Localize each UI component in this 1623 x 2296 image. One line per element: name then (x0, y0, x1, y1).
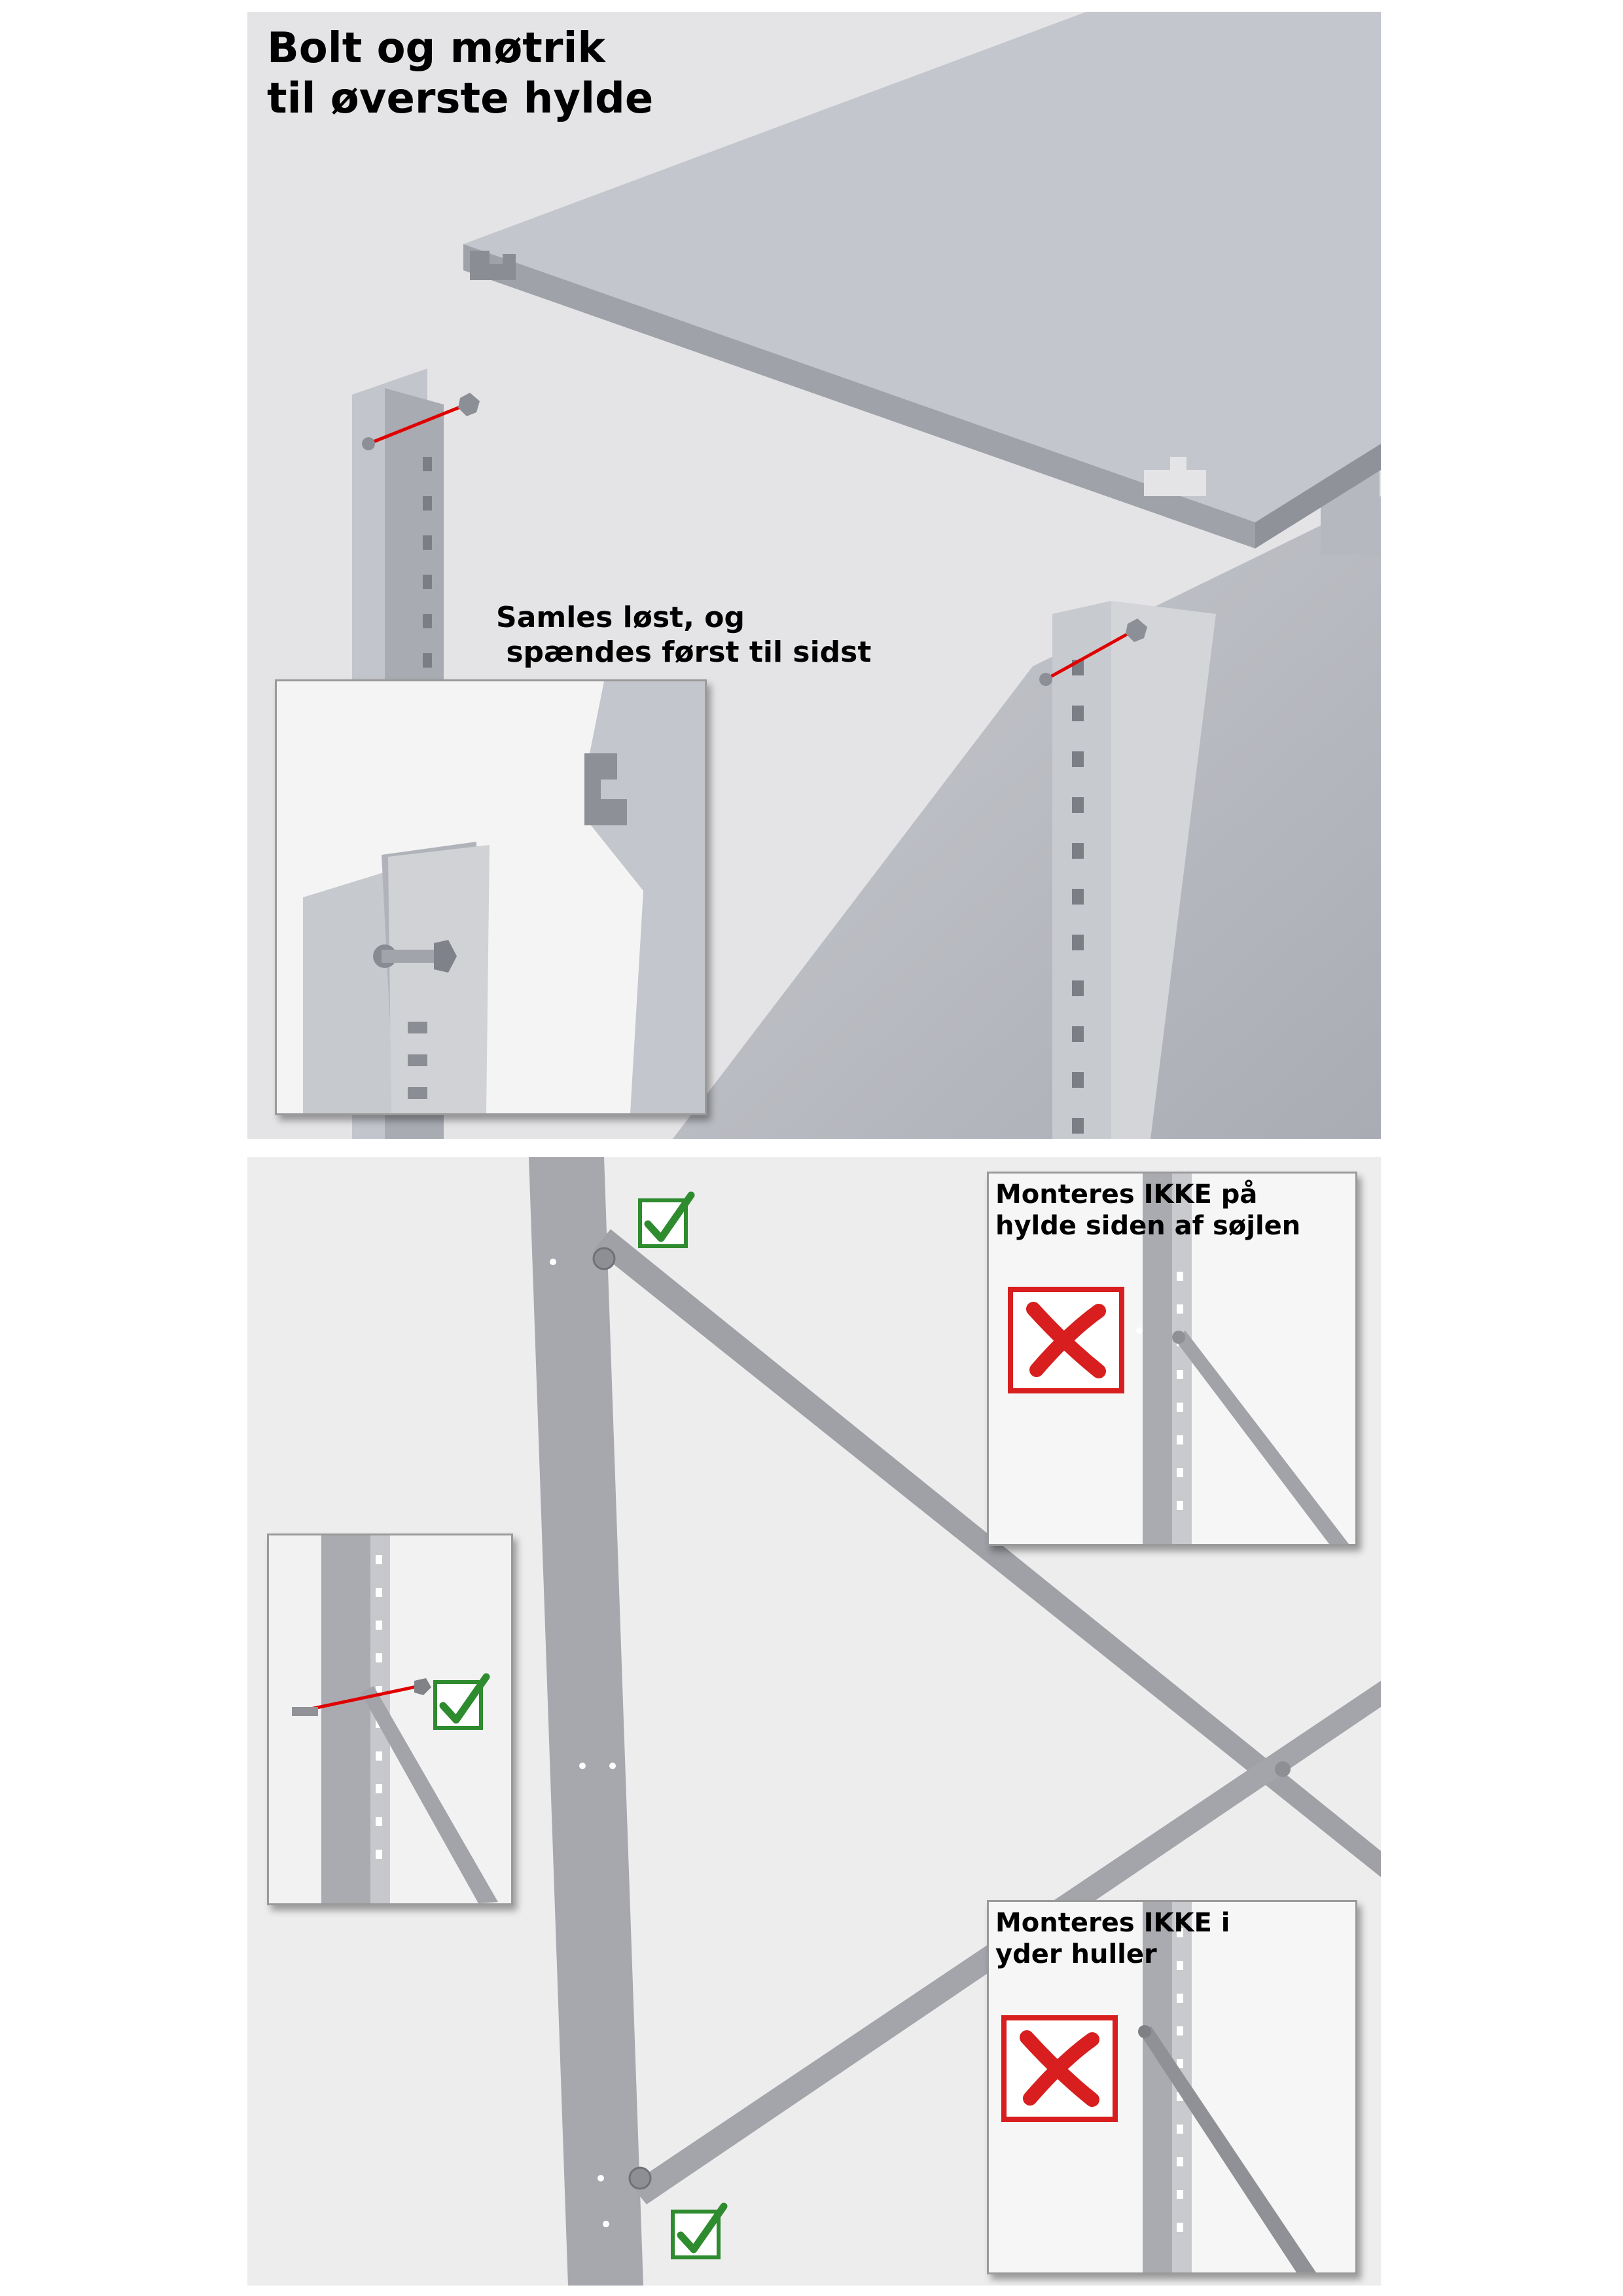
lower-shelf (673, 496, 1381, 1139)
wrong-shelf-side-inset: Monteres IKKE på hylde siden af søjlen (987, 1172, 1357, 1546)
top-illustration-panel: Bolt og møtrik til øverste hylde Samles … (247, 12, 1381, 1139)
title-line-2: til øverste hylde (267, 74, 654, 123)
assembly-note: Samles løst, og spændes først til sidst (496, 601, 871, 670)
checkmark-icon (638, 1191, 695, 1248)
warning-outer-holes: Monteres IKKE i yder huller (995, 1907, 1230, 1970)
bolt-closeup-inset (275, 679, 707, 1115)
top-shelf (463, 12, 1381, 522)
cross-brace-1 (594, 1229, 1381, 1877)
warning-shelf-side: Monteres IKKE på hylde siden af søjlen (995, 1179, 1300, 1242)
bottom-illustration-panel: Monteres IKKE på hylde siden af søjlen M… (247, 1157, 1381, 2286)
bolt-line-right (1044, 628, 1135, 681)
page-title: Bolt og møtrik til øverste hylde (267, 24, 653, 124)
main-upright (529, 1157, 643, 2286)
bolt-line-left (368, 403, 467, 446)
cross-icon (1001, 2015, 1118, 2122)
note-line-1: Samles løst, og (496, 601, 745, 634)
wrong-outer-holes-inset: Monteres IKKE i yder huller (987, 1900, 1357, 2274)
checkmark-icon (671, 2202, 728, 2259)
title-line-1: Bolt og møtrik (267, 24, 605, 73)
warning-outer-holes-line-1: Monteres IKKE i (995, 1908, 1230, 1938)
warning-shelf-side-line-2: hylde siden af søjlen (995, 1211, 1301, 1241)
warning-shelf-side-line-1: Monteres IKKE på (995, 1179, 1258, 1210)
checkmark-icon (433, 1673, 490, 1730)
nut-icon (414, 1678, 431, 1695)
shelf-corner (584, 681, 705, 1113)
warning-outer-holes-line-2: yder huller (995, 1939, 1157, 1969)
nut-icon (458, 393, 480, 416)
correct-placement-inset (267, 1534, 513, 1905)
note-line-2: spændes først til sidst (496, 635, 872, 669)
bolt-icon (592, 1247, 616, 1270)
bolt-icon (362, 437, 375, 450)
right-upright (1052, 601, 1111, 1139)
cross-icon (1008, 1287, 1124, 1393)
